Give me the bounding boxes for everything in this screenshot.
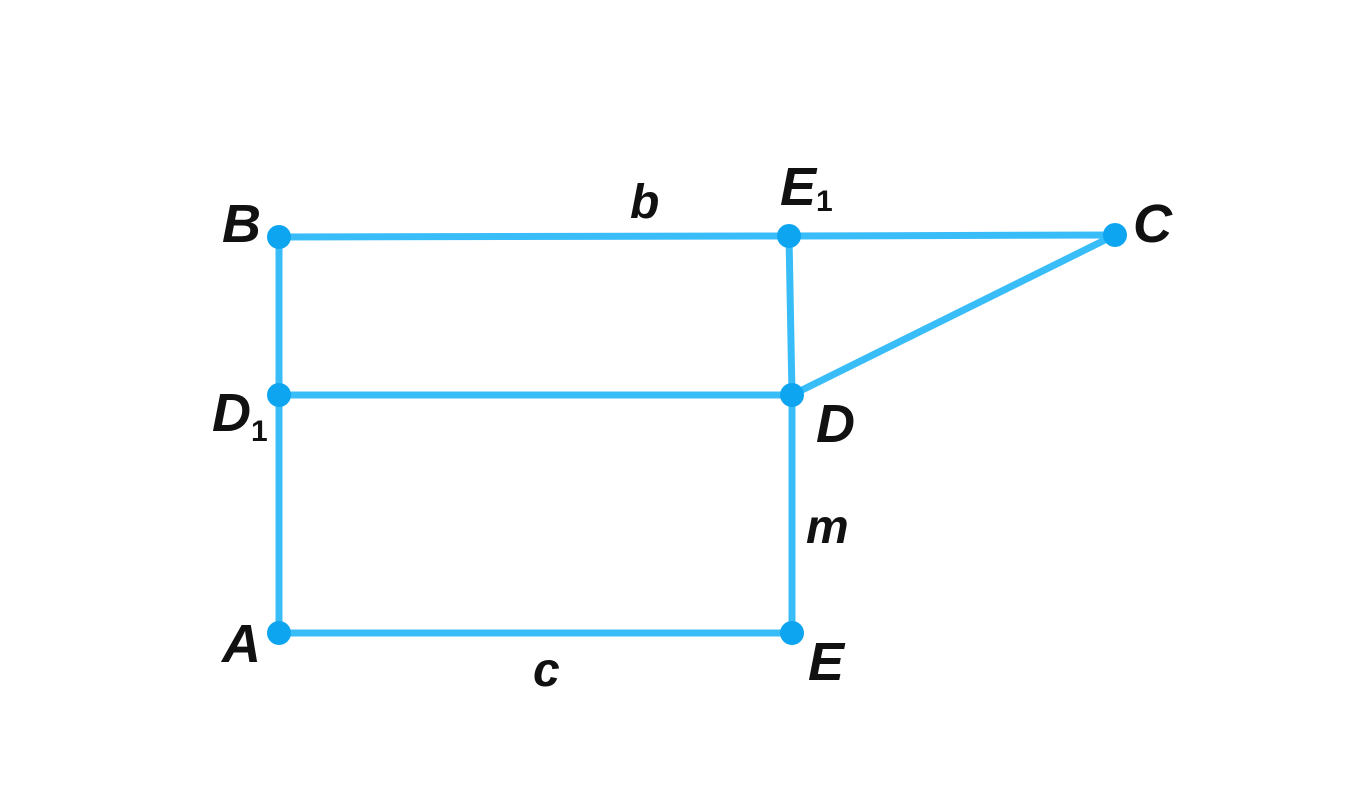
label-A: A — [220, 614, 261, 674]
label-C: C — [1133, 194, 1173, 254]
segment-B-E1 — [275, 232, 793, 241]
label-D: D — [816, 394, 855, 454]
point-C — [1103, 223, 1127, 247]
segments — [275, 231, 1119, 637]
points — [267, 223, 1127, 645]
segment-E1-D — [785, 232, 796, 399]
labels: B E1 C D1 D A E b m c — [212, 157, 1173, 697]
point-D1 — [267, 383, 291, 407]
label-D1: D1 — [212, 383, 268, 448]
segment-E1-C — [785, 231, 1119, 240]
segment-D-C — [788, 231, 1119, 399]
point-D — [780, 383, 804, 407]
label-segment-c: c — [533, 644, 560, 697]
point-B — [267, 225, 291, 249]
point-A — [267, 621, 291, 645]
label-B: B — [222, 194, 261, 254]
label-segment-m: m — [806, 501, 849, 554]
label-E: E — [808, 632, 846, 692]
point-E1 — [777, 224, 801, 248]
label-segment-b: b — [630, 176, 659, 229]
point-E — [780, 621, 804, 645]
label-E1: E1 — [780, 157, 833, 218]
